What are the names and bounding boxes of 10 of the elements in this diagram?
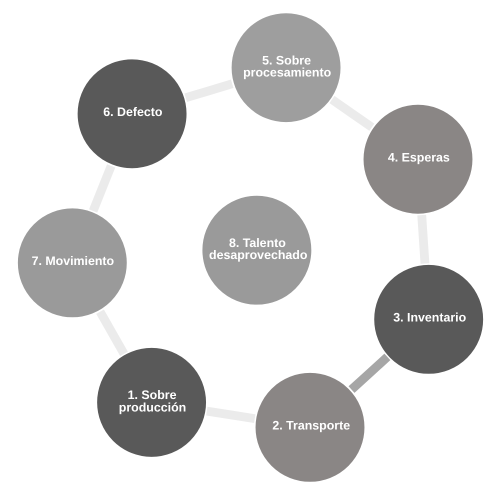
connector xyxy=(348,354,390,393)
connector xyxy=(184,80,233,102)
node-circle: 8. Talento desaprovechado xyxy=(199,193,314,308)
connector xyxy=(88,164,115,213)
node-circle: 3. Inventario xyxy=(371,262,486,376)
node-circle: 7. Movimiento xyxy=(14,206,129,320)
connector xyxy=(96,309,128,356)
connector xyxy=(416,214,429,264)
connector xyxy=(328,96,374,131)
connector xyxy=(206,406,255,423)
